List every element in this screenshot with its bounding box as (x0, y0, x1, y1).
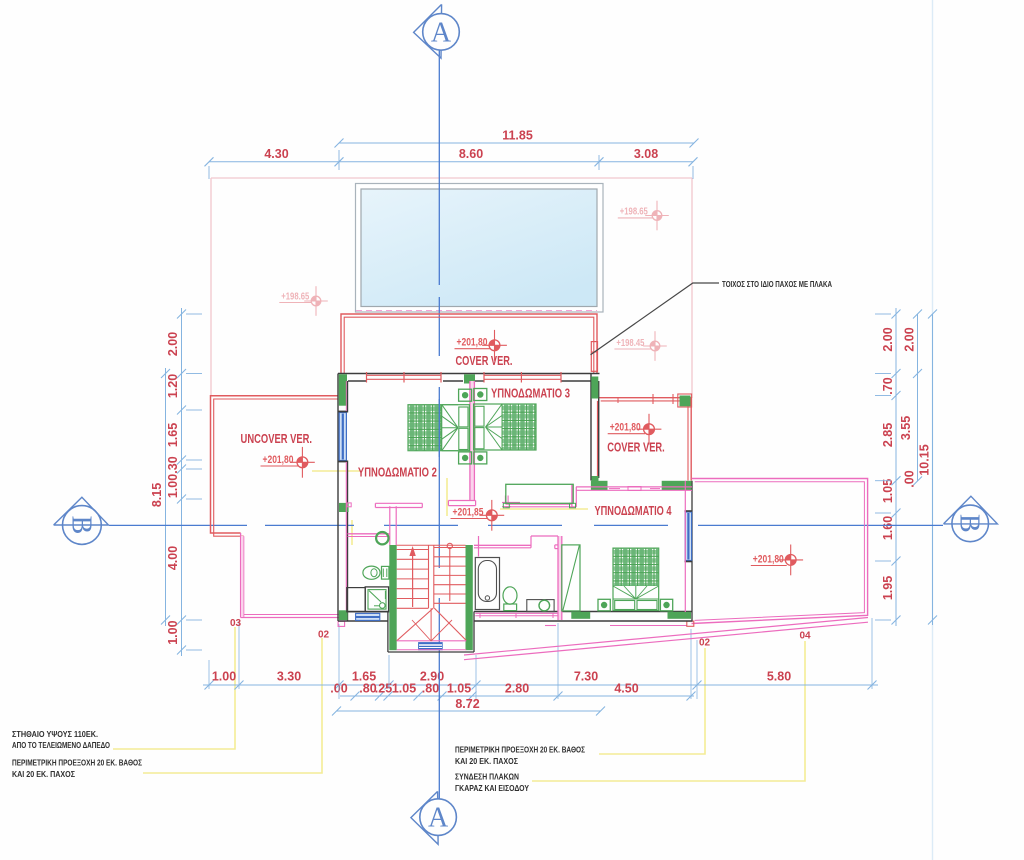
svg-text:1.00: 1.00 (166, 620, 180, 644)
svg-text:11.85: 11.85 (502, 129, 533, 143)
svg-text:5.80: 5.80 (767, 670, 791, 684)
svg-text:8.60: 8.60 (459, 147, 483, 161)
svg-text:10.15: 10.15 (918, 444, 932, 475)
svg-text:A: A (431, 18, 452, 49)
svg-text:2.00: 2.00 (903, 327, 917, 351)
svg-text:ΤΟΙΧΟΣ ΣΤΟ ΙΔΙΟ ΠΑΧΟΣ ΜΕ ΠΛΑΚΑ: ΤΟΙΧΟΣ ΣΤΟ ΙΔΙΟ ΠΑΧΟΣ ΜΕ ΠΛΑΚΑ (722, 279, 832, 289)
svg-text:02: 02 (318, 629, 330, 640)
svg-text:1.60: 1.60 (881, 516, 895, 540)
svg-text:+201,80: +201,80 (753, 553, 784, 565)
svg-text:+198.65: +198.65 (281, 290, 309, 302)
svg-text:ΓΚΑΡΑΖ ΚΑΙ ΕΙΣΟΔΟΥ: ΓΚΑΡΑΖ ΚΑΙ ΕΙΣΟΔΟΥ (455, 783, 529, 793)
svg-text:+198.65: +198.65 (620, 206, 648, 218)
svg-text:ΠΕΡΙΜΕΤΡΙΚΗ ΠΡΟΕΞΟΧΗ 20 ΕΚ.: ΠΕΡΙΜΕΤΡΙΚΗ ΠΡΟΕΞΟΧΗ 20 ΕΚ. ΒΑΘΟΣ (12, 758, 142, 768)
svg-text:1.05: 1.05 (447, 682, 471, 696)
svg-text:2.00: 2.00 (881, 327, 895, 351)
svg-text:ΑΠΟ ΤΟ ΤΕΛΕΙΩΜΕΝΟ ΔΑΠΕΔΟ: ΑΠΟ ΤΟ ΤΕΛΕΙΩΜΕΝΟ ΔΑΠΕΔΟ (12, 740, 110, 750)
svg-text:+201,80: +201,80 (610, 422, 641, 434)
svg-text:3.55: 3.55 (899, 416, 913, 440)
svg-text:1.05: 1.05 (881, 479, 895, 503)
svg-text:ΣΤΗΘΑΙΟ ΥΨΟΥΣ 110ΕΚ.: ΣΤΗΘΑΙΟ ΥΨΟΥΣ 110ΕΚ. (12, 729, 98, 739)
svg-text:.25: .25 (375, 682, 392, 696)
svg-text:2.90: 2.90 (420, 670, 444, 684)
svg-text:1.65: 1.65 (166, 423, 180, 447)
svg-text:3.08: 3.08 (634, 147, 658, 161)
svg-text:1.65: 1.65 (352, 670, 376, 684)
svg-text:ΚΑΙ 20 ΕΚ. ΠΑΧΟΣ: ΚΑΙ 20 ΕΚ. ΠΑΧΟΣ (455, 756, 518, 766)
svg-text:1.00: 1.00 (166, 474, 180, 498)
svg-text:A: A (428, 803, 449, 834)
svg-text:4.50: 4.50 (614, 682, 638, 696)
svg-text:1.95: 1.95 (881, 576, 895, 600)
svg-text:.80: .80 (422, 682, 439, 696)
svg-text:8.15: 8.15 (150, 483, 164, 507)
svg-text:1.00: 1.00 (212, 670, 236, 684)
svg-text:1.20: 1.20 (166, 374, 180, 398)
svg-text:ΥΠΝΟΔΩΜΑΤΙΟ 2: ΥΠΝΟΔΩΜΑΤΙΟ 2 (358, 465, 437, 480)
svg-text:.70: .70 (881, 377, 895, 394)
svg-text:ΥΠΝΟΔΩΜΑΤΙΟ 3: ΥΠΝΟΔΩΜΑΤΙΟ 3 (491, 386, 570, 401)
svg-text:+201,80: +201,80 (263, 454, 294, 466)
svg-text:8.72: 8.72 (455, 697, 479, 711)
svg-text:.80: .80 (359, 682, 376, 696)
svg-text:3.30: 3.30 (277, 670, 301, 684)
svg-text:ΚΑΙ 20 ΕΚ. ΠΑΧΟΣ: ΚΑΙ 20 ΕΚ. ΠΑΧΟΣ (12, 769, 75, 779)
svg-text:.30: .30 (166, 456, 180, 473)
svg-text:4.00: 4.00 (166, 546, 180, 570)
svg-text:COVER VER.: COVER VER. (607, 440, 665, 455)
svg-text:4.30: 4.30 (264, 147, 288, 161)
svg-text:B: B (65, 516, 96, 535)
svg-text:7.30: 7.30 (574, 670, 598, 684)
svg-text:ΣΥΝΔΕΣΗ ΠΛΑΚΩΝ: ΣΥΝΔΕΣΗ ΠΛΑΚΩΝ (455, 772, 519, 782)
svg-text:2.80: 2.80 (505, 682, 529, 696)
svg-text:+201,80: +201,80 (457, 337, 488, 349)
svg-text:04: 04 (799, 631, 811, 642)
svg-text:2.00: 2.00 (166, 332, 180, 356)
svg-text:COVER VER.: COVER VER. (456, 353, 513, 368)
svg-text:03: 03 (230, 618, 242, 629)
svg-text:ΥΠΝΟΔΩΜΑΤΙΟ 4: ΥΠΝΟΔΩΜΑΤΙΟ 4 (595, 503, 673, 518)
svg-text:ΠΕΡΙΜΕΤΡΙΚΗ ΠΡΟΕΞΟΧΗ 20 ΕΚ.: ΠΕΡΙΜΕΤΡΙΚΗ ΠΡΟΕΞΟΧΗ 20 ΕΚ. ΒΑΘΟΣ (455, 745, 585, 755)
svg-text:2.85: 2.85 (881, 423, 895, 447)
svg-text:.00: .00 (903, 470, 917, 487)
svg-text:+201,85: +201,85 (453, 506, 484, 518)
svg-text:02: 02 (699, 638, 711, 649)
svg-text:UNCOVER VER.: UNCOVER VER. (241, 431, 313, 446)
svg-text:1.05: 1.05 (392, 682, 416, 696)
svg-text:B: B (954, 514, 985, 533)
svg-text:+198.45: +198.45 (616, 337, 644, 349)
